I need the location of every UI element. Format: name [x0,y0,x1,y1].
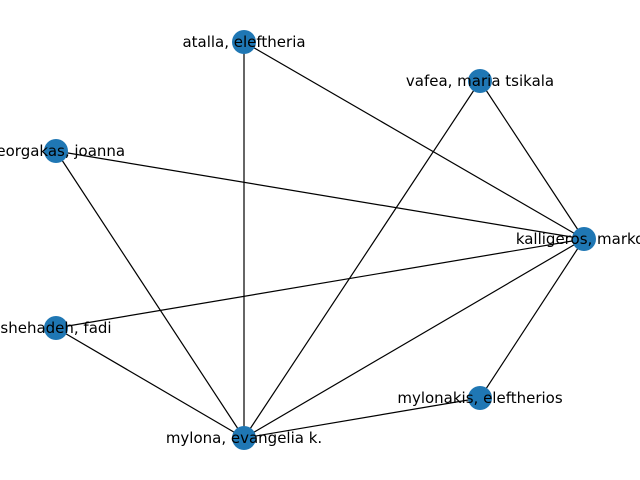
edge-mylonakis-mylona [243,397,481,439]
node-label-mylonakis: mylonakis, eleftherios [397,389,563,407]
edge-vafea-kalligeros [479,80,585,240]
edges-layer [55,41,585,439]
edge-georgakas-mylona [55,150,245,439]
node-atalla [232,30,256,54]
node-mylona [232,426,256,450]
edge-shehadeh-mylona [55,327,245,439]
node-label-vafea: vafea, maria tsikala [406,72,554,90]
node-label-kalligeros: kalligeros, markos [516,230,640,248]
nodes-layer [44,30,596,450]
node-label-georgakas: georgakas, joanna [0,142,125,160]
edge-georgakas-kalligeros [55,150,585,240]
node-label-atalla: atalla, eleftheria [182,33,305,51]
node-kalligeros [572,227,596,251]
node-label-shehadeh: shehadeh, fadi [0,319,111,337]
edge-vafea-mylona [243,80,481,439]
node-mylonakis [468,386,492,410]
node-vafea [468,69,492,93]
node-label-mylona: mylona, evangelia k. [166,429,322,447]
labels-layer: atalla, eleftheria vafea, maria tsikala ge… [0,33,640,447]
node-shehadeh [44,316,68,340]
node-georgakas [44,139,68,163]
edge-shehadeh-kalligeros [55,238,585,329]
edge-atalla-kalligeros [243,41,585,240]
edge-kalligeros-mylona [243,238,585,439]
edge-kalligeros-mylonakis [479,238,585,399]
